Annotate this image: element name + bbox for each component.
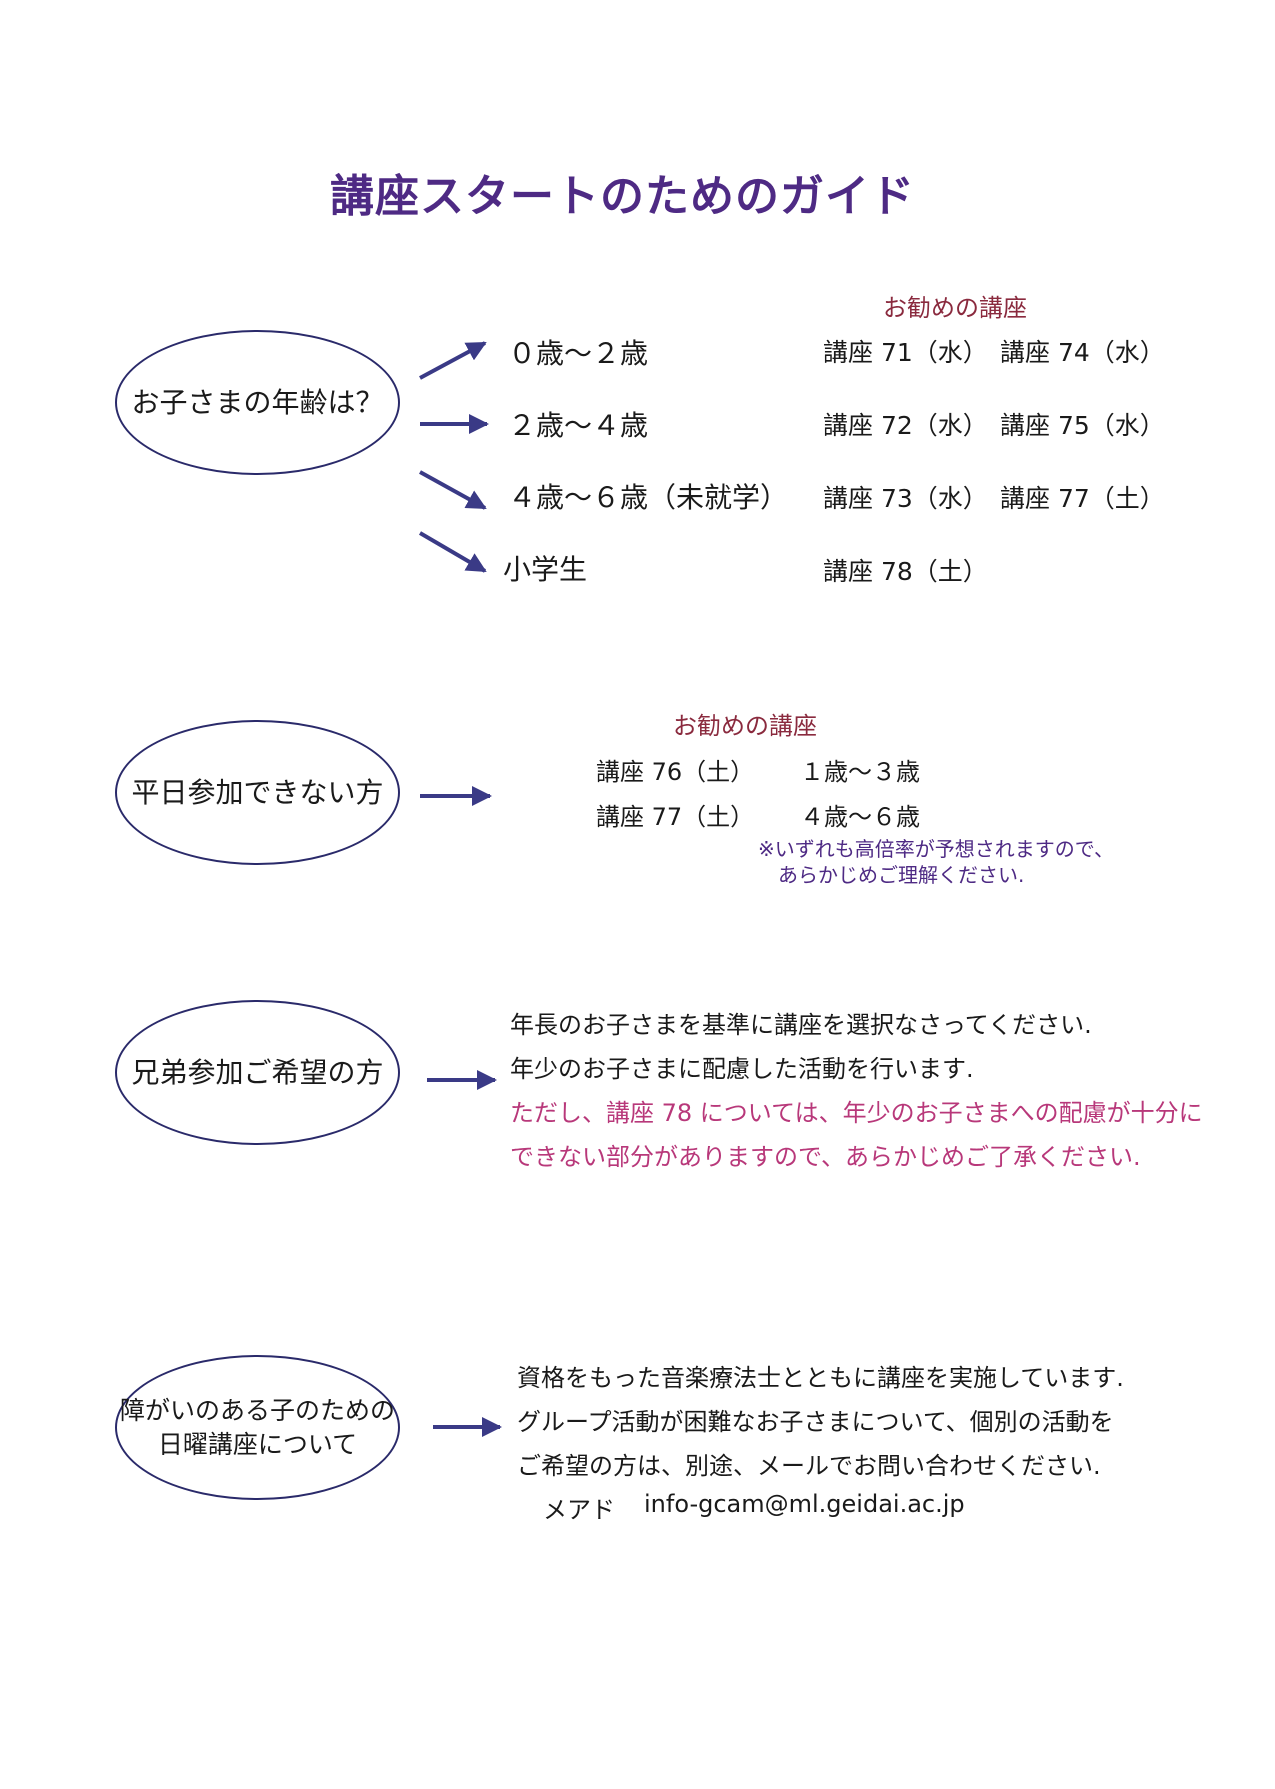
course-item: 講座 74（水） bbox=[1000, 338, 1165, 367]
course-item: 講座 75（水） bbox=[1000, 411, 1165, 440]
arrow-icon bbox=[419, 470, 487, 510]
arrow-icon bbox=[418, 531, 487, 573]
special-line-1: グループ活動が困難なお子さまについて、個別の活動を bbox=[517, 1408, 1114, 1436]
course-item: 講座 78（土） bbox=[823, 557, 988, 586]
age-range-0: ０歳～２歳 bbox=[508, 337, 649, 370]
special-line-2: ご希望の方は、別途、メールでお問い合わせください. bbox=[517, 1452, 1101, 1480]
weekday-question-oval: 平日参加できない方 bbox=[115, 720, 400, 865]
weekday-note-1: あらかじめご理解ください. bbox=[778, 863, 1025, 887]
weekday-age-1: ４歳～６歳 bbox=[800, 803, 920, 831]
weekday-note-0: ※いずれも高倍率が予想されますので、 bbox=[758, 837, 1114, 861]
age-question-oval: お子さまの年齢は？ bbox=[115, 330, 400, 475]
siblings-warning-1: できない部分がありますので、あらかじめご了承ください. bbox=[510, 1143, 1141, 1171]
age-range-1: ２歳～４歳 bbox=[508, 409, 649, 442]
course-item: 講座 71（水） bbox=[823, 338, 988, 367]
special-line-0: 資格をもった音楽療法士とともに講座を実施しています. bbox=[517, 1364, 1124, 1392]
weekday-question-text: 平日参加できない方 bbox=[131, 775, 384, 809]
page-title: 講座スタートのためのガイド bbox=[330, 171, 915, 222]
siblings-question-text: 兄弟参加ご希望の方 bbox=[131, 1055, 384, 1089]
siblings-question-oval: 兄弟参加ご希望の方 bbox=[115, 1000, 400, 1145]
weekday-course-1: 講座 77（土） bbox=[596, 803, 755, 831]
siblings-warning-0: ただし、講座 78 については、年少のお子さまへの配慮が十分に bbox=[510, 1099, 1203, 1127]
age-recommend-label: お勧めの講座 bbox=[883, 294, 1027, 322]
special-question-oval: 障がいのある子のための 日曜講座について bbox=[115, 1355, 400, 1500]
age-question-text: お子さまの年齢は？ bbox=[131, 385, 384, 419]
special-email-link[interactable]: info-gcam@ml.geidai.ac.jp bbox=[644, 1490, 965, 1518]
weekday-recommend-label: お勧めの講座 bbox=[673, 712, 817, 740]
special-email-label: メアド bbox=[543, 1496, 615, 1524]
age-range-2: ４歳～６歳（未就学） bbox=[508, 481, 789, 514]
siblings-line-1: 年少のお子さまに配慮した活動を行います. bbox=[510, 1055, 974, 1083]
special-question-line-1: 日曜講座について bbox=[157, 1429, 358, 1459]
weekday-age-0: １歳～３歳 bbox=[800, 758, 920, 786]
arrow-icon bbox=[419, 341, 487, 380]
weekday-course-0: 講座 76（土） bbox=[596, 758, 755, 786]
course-item: 講座 73（水） bbox=[823, 484, 988, 513]
age-range-3: 小学生 bbox=[503, 553, 588, 586]
course-item: 講座 72（水） bbox=[823, 411, 988, 440]
course-item: 講座 77（土） bbox=[1000, 484, 1165, 513]
special-question-line-0: 障がいのある子のための bbox=[119, 1395, 395, 1425]
siblings-line-0: 年長のお子さまを基準に講座を選択なさってください. bbox=[510, 1011, 1092, 1039]
